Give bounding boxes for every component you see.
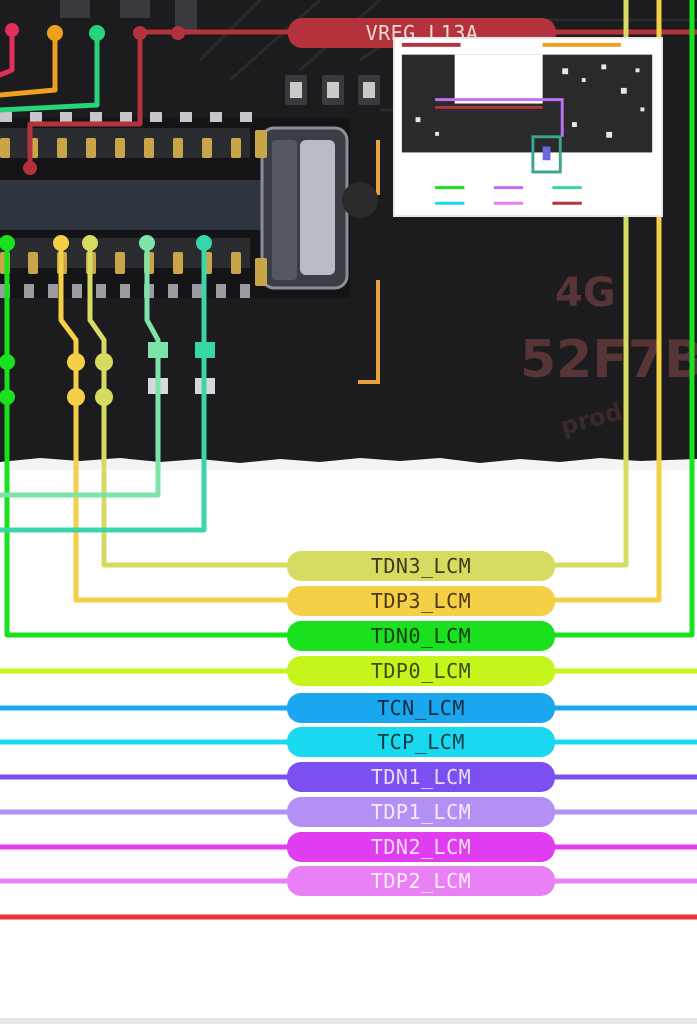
net-label-tdn0: TDN0_LCM xyxy=(287,621,555,651)
net-label-tdp3: TDP3_LCM xyxy=(287,586,555,616)
minimap-thumbnail xyxy=(401,42,653,205)
net-label-text: TDN0_LCM xyxy=(370,624,472,648)
net-label-text: TDP0_LCM xyxy=(370,659,472,683)
overview-minimap[interactable] xyxy=(393,37,663,217)
bottom-border xyxy=(0,1018,697,1024)
net-label-tdn1: TDN1_LCM xyxy=(287,762,555,792)
net-label-tdp0: TDP0_LCM xyxy=(287,656,555,686)
net-label-text: TDN2_LCM xyxy=(370,835,472,859)
net-label-tcn: TCN_LCM xyxy=(287,693,555,723)
net-label-text: TCP_LCM xyxy=(377,730,465,754)
net-label-tdn3: TDN3_LCM xyxy=(287,551,555,581)
net-label-tcp: TCP_LCM xyxy=(287,727,555,757)
net-label-text: TDP3_LCM xyxy=(370,589,472,613)
net-label-tdp1: TDP1_LCM xyxy=(287,797,555,827)
net-label-text: TDP1_LCM xyxy=(370,800,472,824)
net-label-tdn2: TDN2_LCM xyxy=(287,832,555,862)
net-label-text: TDP2_LCM xyxy=(370,869,472,893)
net-label-tdp2: TDP2_LCM xyxy=(287,866,555,896)
net-label-text: TDN1_LCM xyxy=(370,765,472,789)
silkscreen-part-number: 52F7B xyxy=(520,330,697,390)
silkscreen-4g: 4G xyxy=(555,270,616,316)
net-label-text: TCN_LCM xyxy=(377,696,465,720)
net-label-text: TDN3_LCM xyxy=(370,554,472,578)
